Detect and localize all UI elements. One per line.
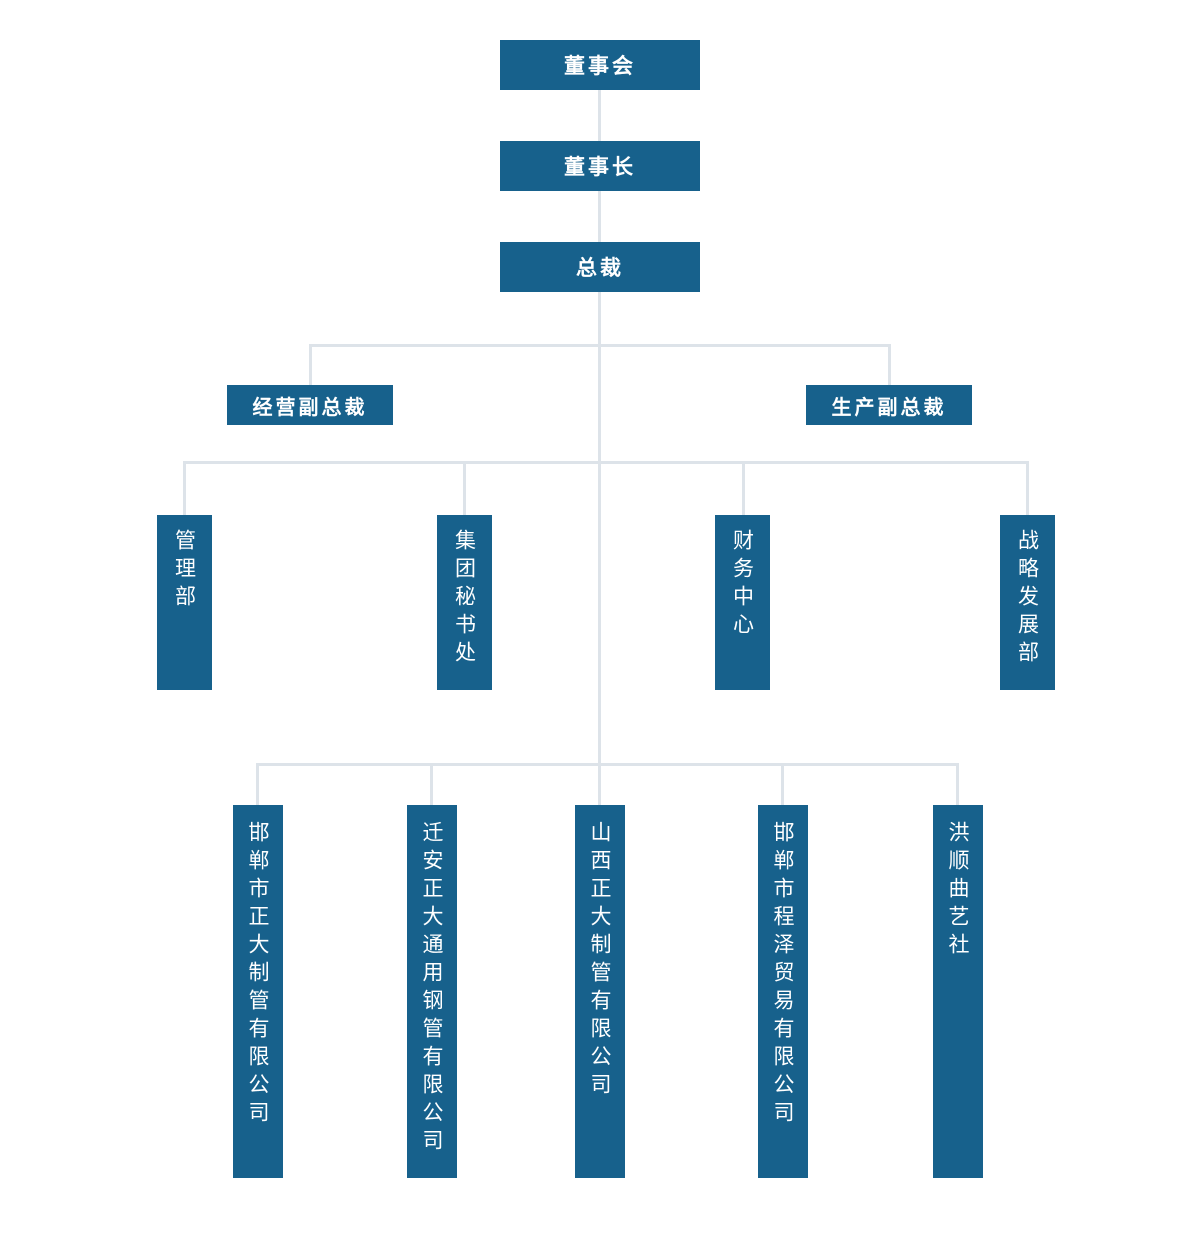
node-vp-production: 生产副总裁 (806, 385, 972, 425)
connector-subsidiary-2-drop (430, 763, 433, 806)
node-subsidiary-handan-chengze-trading: 邯郸市程泽贸易有限公司 (758, 805, 808, 1178)
connector-subsidiary-branch-horizontal (256, 763, 959, 766)
node-board-of-directors: 董事会 (500, 40, 700, 90)
connector-dept-management-drop (183, 461, 186, 516)
node-dept-finance-center: 财务中心 (715, 515, 770, 690)
node-dept-strategic-development: 战略发展部 (1000, 515, 1055, 690)
connector-subsidiary-4-drop (781, 763, 784, 806)
connector-vp-operations-drop (309, 344, 312, 386)
connector-dept-finance-drop (742, 461, 745, 516)
connector-dept-branch-horizontal (183, 461, 1029, 464)
connector-president-trunk (598, 292, 601, 765)
node-subsidiary-handan-zhengda-pipe: 邯郸市正大制管有限公司 (233, 805, 283, 1178)
node-subsidiary-shanxi-zhengda-pipe: 山西正大制管有限公司 (575, 805, 625, 1178)
node-president: 总裁 (500, 242, 700, 292)
node-dept-management: 管理部 (157, 515, 212, 690)
node-vp-operations: 经营副总裁 (227, 385, 393, 425)
connector-vp-production-drop (888, 344, 891, 386)
node-subsidiary-hongshun-quyi-club: 洪顺曲艺社 (933, 805, 983, 1178)
connector-vp-branch-horizontal (309, 344, 891, 347)
connector-subsidiary-3-drop (598, 763, 601, 806)
connector-dept-secretariat-drop (463, 461, 466, 516)
connector-chairman-president (598, 191, 601, 243)
node-subsidiary-qianan-zhengda-steel-pipe: 迁安正大通用钢管有限公司 (407, 805, 457, 1178)
node-chairman: 董事长 (500, 141, 700, 191)
connector-board-chairman (598, 90, 601, 142)
connector-dept-strategy-drop (1026, 461, 1029, 516)
connector-subsidiary-5-drop (956, 763, 959, 806)
connector-subsidiary-1-drop (256, 763, 259, 806)
node-dept-group-secretariat: 集团秘书处 (437, 515, 492, 690)
